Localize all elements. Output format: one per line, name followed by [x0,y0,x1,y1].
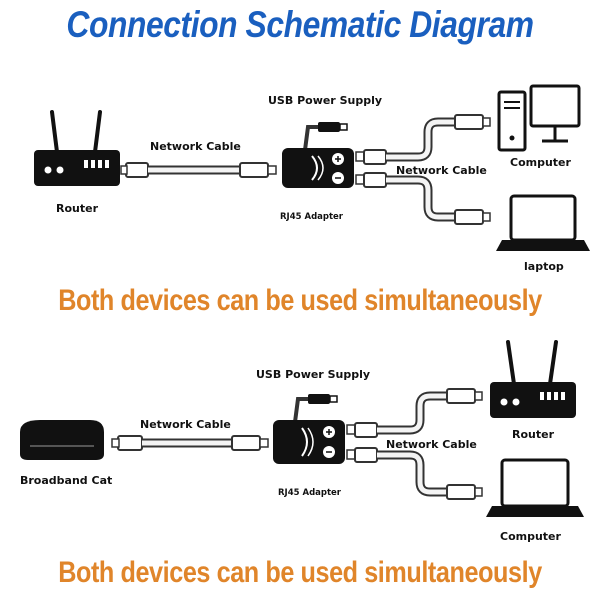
top-schematic [34,84,590,251]
bottom-computer-label: Computer [500,530,561,543]
bottom-rj45-adapter-label: RJ45 Adapter [278,488,341,498]
top-network-cable-right-label: Network Cable [396,164,487,177]
top-rj45-adapter-icon [282,148,354,188]
bottom-router-label: Router [512,428,555,441]
top-router-label: Router [56,202,99,215]
bottom-tagline: Both devices can be used simultaneously [58,556,542,589]
page-title: Connection Schematic Diagram [66,4,534,45]
bottom-usb-power-cable [293,394,338,423]
top-laptop-icon [496,194,590,251]
bottom-network-cable-left [111,435,269,451]
bottom-network-cable-right [346,388,483,500]
top-usb-power-cable [303,122,348,151]
top-laptop-label: laptop [524,260,564,273]
bottom-rj45-adapter-icon [273,420,345,464]
top-network-cable-left [120,162,277,178]
top-usb-power-supply-label: USB Power Supply [268,94,383,107]
bottom-schematic [20,340,584,517]
bottom-broadband-cat-icon [20,420,104,460]
top-computer-icon [497,84,581,152]
top-network-cable-left-label: Network Cable [150,140,241,153]
top-router-icon [34,110,120,186]
top-network-cable-right [355,114,491,225]
bottom-usb-power-supply-label: USB Power Supply [256,368,371,381]
top-computer-label: Computer [510,156,571,169]
bottom-broadband-cat-label: Broadband Cat [20,474,113,487]
top-tagline: Both devices can be used simultaneously [58,284,542,317]
bottom-network-cable-right-label: Network Cable [386,438,477,451]
bottom-network-cable-left-label: Network Cable [140,418,231,431]
top-rj45-adapter-label: RJ45 Adapter [280,212,343,222]
bottom-computer-icon [486,458,584,517]
bottom-router-icon [490,340,576,418]
